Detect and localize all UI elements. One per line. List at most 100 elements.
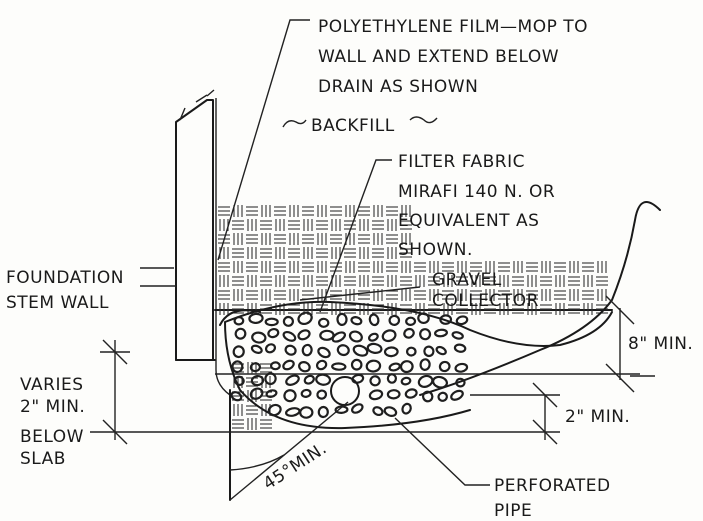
gravel-stone bbox=[454, 362, 469, 373]
angle-45-indicator bbox=[229, 389, 349, 501]
gravel-stone bbox=[336, 312, 348, 326]
gravel-stone bbox=[388, 362, 401, 372]
label-gravel-line1: GRAVEL bbox=[432, 270, 502, 290]
gravel-stone bbox=[250, 344, 263, 354]
gravel-stone bbox=[285, 374, 300, 386]
gravel-stone bbox=[301, 343, 313, 357]
foundation-stem-wall bbox=[175, 89, 216, 361]
gravel-stone bbox=[435, 345, 447, 356]
gravel-stone bbox=[403, 327, 415, 339]
gravel-stone bbox=[450, 389, 464, 401]
gravel-stone bbox=[267, 327, 280, 339]
gravel-stone bbox=[319, 329, 335, 341]
gravel-stone bbox=[423, 345, 435, 358]
gravel-stone bbox=[234, 327, 247, 340]
gravel-stone bbox=[404, 388, 418, 399]
perforated-pipe bbox=[330, 376, 360, 406]
gravel-stone bbox=[249, 387, 264, 400]
gravel-stone bbox=[350, 358, 363, 371]
slab-lines bbox=[214, 309, 640, 375]
gravel-stone bbox=[316, 389, 328, 400]
gravel-stone bbox=[248, 312, 264, 325]
gravel-stone bbox=[317, 405, 329, 419]
gravel-stone bbox=[437, 391, 448, 402]
gravel-stone bbox=[334, 405, 349, 415]
gravel-stone bbox=[230, 391, 243, 402]
gravel-stone bbox=[368, 332, 379, 342]
gravel-stone bbox=[365, 359, 382, 373]
gravel-stone bbox=[421, 390, 434, 403]
gravel-stone bbox=[264, 343, 277, 354]
label-filter-fabric-line4: SHOWN. bbox=[398, 240, 473, 260]
gravel-stone bbox=[455, 315, 469, 326]
earth-slope bbox=[419, 201, 661, 396]
gravel-stone bbox=[350, 316, 363, 326]
gravel-stone bbox=[283, 389, 297, 403]
label-varies-line2: 2" MIN. bbox=[20, 397, 85, 417]
gravel-stone bbox=[432, 375, 448, 389]
label-filter-fabric-line3: EQUIVALENT AS bbox=[398, 211, 539, 231]
gravel-stone bbox=[231, 360, 244, 374]
gravel-stone bbox=[417, 312, 430, 325]
gravel-stone bbox=[318, 317, 330, 328]
gravel-stone bbox=[406, 346, 417, 357]
gravel-stone bbox=[455, 377, 466, 388]
gravel-stone bbox=[315, 359, 328, 371]
gravel-stone bbox=[233, 316, 245, 326]
label-polyethylene-film-line1: POLYETHYLENE FILM—MOP TO bbox=[318, 17, 588, 37]
label-varies-line4: SLAB bbox=[20, 449, 66, 469]
polyethylene-film bbox=[215, 98, 231, 396]
gravel-stone bbox=[265, 389, 278, 398]
gravel-stone bbox=[388, 314, 401, 327]
gravel-stone bbox=[282, 315, 294, 327]
gravel-stone bbox=[264, 372, 277, 386]
gravel-stone bbox=[351, 403, 364, 414]
gravel-stone bbox=[299, 406, 314, 419]
label-varies-line1: VARIES bbox=[20, 375, 84, 395]
backfill-hatching bbox=[218, 205, 608, 430]
gravel-stone bbox=[400, 376, 412, 386]
gravel-stone bbox=[303, 374, 315, 385]
label-perforated-pipe-line2: PIPE bbox=[494, 501, 532, 521]
gravel-stone bbox=[232, 345, 245, 359]
gravel-stone bbox=[282, 359, 295, 371]
gravel-stone bbox=[270, 361, 281, 371]
gravel-stone bbox=[297, 311, 313, 326]
label-dim-8-min: 8" MIN. bbox=[628, 334, 693, 354]
gravel-stone bbox=[250, 374, 265, 387]
gravel-stone bbox=[386, 373, 398, 384]
gravel-stone bbox=[300, 388, 312, 398]
gravel-stone bbox=[336, 344, 350, 357]
gravel-stone bbox=[438, 360, 451, 373]
label-backfill: BACKFILL bbox=[311, 116, 395, 136]
leader-lines bbox=[140, 19, 490, 486]
gravel-stone bbox=[383, 406, 398, 417]
gravel-stone bbox=[249, 362, 261, 373]
gravel-stone bbox=[419, 358, 431, 371]
gravel-stone bbox=[369, 375, 381, 387]
label-polyethylene-film-line2: WALL AND EXTEND BELOW bbox=[318, 47, 559, 67]
gravel-stone bbox=[264, 317, 279, 327]
label-varies-line3: BELOW bbox=[20, 427, 84, 447]
gravel-stone bbox=[348, 330, 363, 343]
gravel-stone bbox=[381, 329, 397, 343]
gravel-stone bbox=[405, 316, 417, 327]
gravel-stone bbox=[297, 329, 311, 341]
gravel-stone bbox=[419, 328, 432, 341]
gravel-stone bbox=[315, 373, 332, 386]
gravel-stone bbox=[285, 407, 301, 417]
gravel-stone bbox=[331, 331, 347, 343]
gravel-stone bbox=[453, 343, 467, 353]
gravel-stone bbox=[366, 342, 383, 354]
label-filter-fabric-line1: FILTER FABRIC bbox=[398, 152, 525, 172]
gravel-stone bbox=[368, 389, 384, 401]
gravel-stone bbox=[368, 313, 380, 327]
gravel-stone bbox=[298, 361, 311, 373]
gravel-stone bbox=[401, 402, 412, 415]
gravel-stone bbox=[352, 344, 369, 357]
gravel-stone bbox=[282, 330, 297, 342]
gravel-stone bbox=[317, 346, 331, 359]
gravel-stone bbox=[267, 403, 282, 417]
